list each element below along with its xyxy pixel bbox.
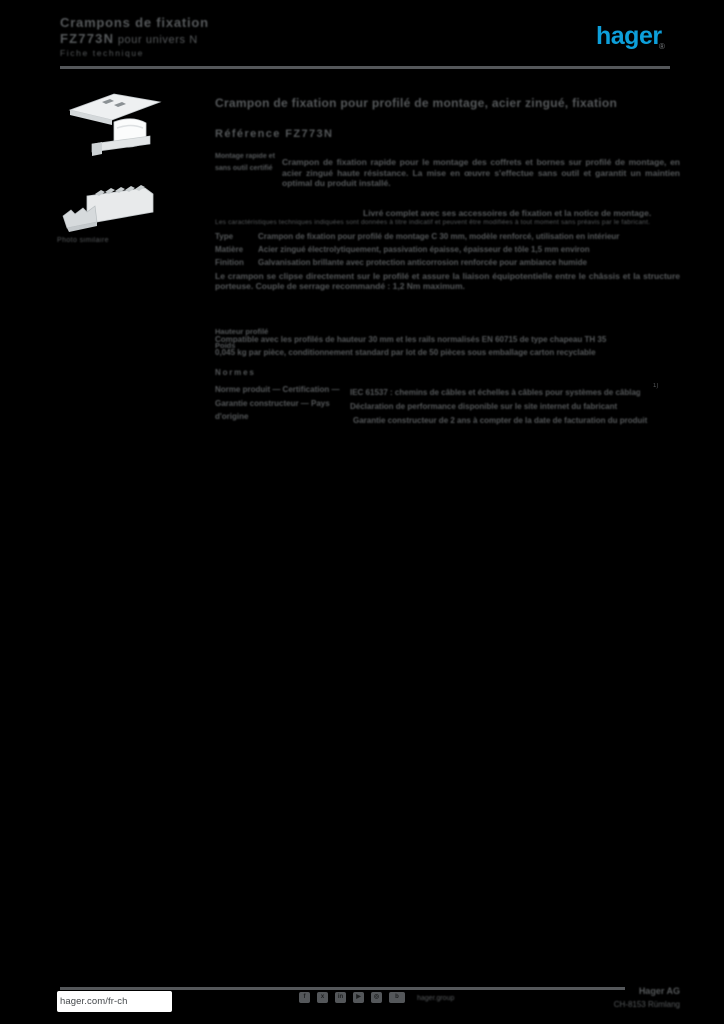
note-line: Les caractéristiques techniques indiquée… xyxy=(215,219,651,226)
social-handle: hager.group xyxy=(417,995,455,1002)
website-link[interactable]: hager.com/fr-ch xyxy=(57,991,172,1012)
spec-value: Acier zingué électrolytiquement, passiva… xyxy=(258,245,590,254)
footnote-mark: 1) xyxy=(653,383,659,389)
image-caption: Photo similaire xyxy=(57,237,109,244)
spec-label: Type xyxy=(215,232,234,241)
spec-label: Finition xyxy=(215,258,244,267)
standards-heading: Normes xyxy=(215,368,256,377)
product-photo-top xyxy=(68,93,162,156)
product-photo-bottom xyxy=(62,185,154,232)
youtube-icon[interactable]: ▶ xyxy=(353,992,364,1003)
linkedin-icon[interactable]: in xyxy=(335,992,346,1003)
company-address: Hager AG CH-8153 Rümlang xyxy=(600,984,680,1012)
twitter-icon[interactable]: x xyxy=(317,992,328,1003)
doc-type-label: Fiche technique xyxy=(60,48,145,58)
standards-left-column: Norme produit — Certification — Garantie… xyxy=(215,385,340,421)
description-continuation: Livré complet avec ses accessoires de fi… xyxy=(363,208,652,218)
spec-label: Matière xyxy=(215,245,244,254)
registered-mark: ® xyxy=(659,42,665,51)
instagram-icon[interactable]: ◎ xyxy=(371,992,382,1003)
category-suffix: pour univers N xyxy=(114,34,198,46)
social-icons-row: f x in ▶ ◎ b xyxy=(299,992,405,1003)
spec2-value: Compatible avec les profilés de hauteur … xyxy=(215,335,607,344)
product-title: Crampon de fixation pour profilé de mont… xyxy=(215,96,617,110)
spec2-label: Poids xyxy=(215,341,236,350)
blog-icon[interactable]: b xyxy=(389,992,405,1003)
facebook-icon[interactable]: f xyxy=(299,992,310,1003)
description-side-label: Montage rapide et sans outil certifié xyxy=(215,153,275,172)
description-paragraph: Crampon de fixation rapide pour le monta… xyxy=(282,157,680,188)
spec-value: Crampon de fixation pour profilé de mont… xyxy=(258,232,620,241)
header-rule xyxy=(60,66,670,69)
category-reference: FZ773N xyxy=(60,31,115,46)
company-city: CH-8153 Rümlang xyxy=(613,1000,680,1009)
category-title-line1: Crampons de fixation xyxy=(60,15,209,30)
standards-line: Déclaration de performance disponible su… xyxy=(350,402,618,411)
product-reference: Référence FZ773N xyxy=(215,128,334,140)
hager-logo: hager xyxy=(596,22,662,50)
footer-rule xyxy=(60,987,625,990)
spec-value: Galvanisation brillante avec protection … xyxy=(258,258,587,267)
standards-line: IEC 61537 : chemins de câbles et échelle… xyxy=(350,388,640,397)
spec-paragraph: Le crampon se clipse directement sur le … xyxy=(215,271,680,291)
spec2-value: 0,045 kg par pièce, conditionnement stan… xyxy=(215,348,596,357)
category-title-line2: FZ773N pour univers N xyxy=(60,31,285,46)
website-label: hager.com/fr-ch xyxy=(60,996,128,1007)
spec2-label: Hauteur profilé xyxy=(215,327,269,336)
standards-line: Garantie constructeur de 2 ans à compter… xyxy=(353,416,648,425)
company-name: Hager AG xyxy=(638,986,680,996)
